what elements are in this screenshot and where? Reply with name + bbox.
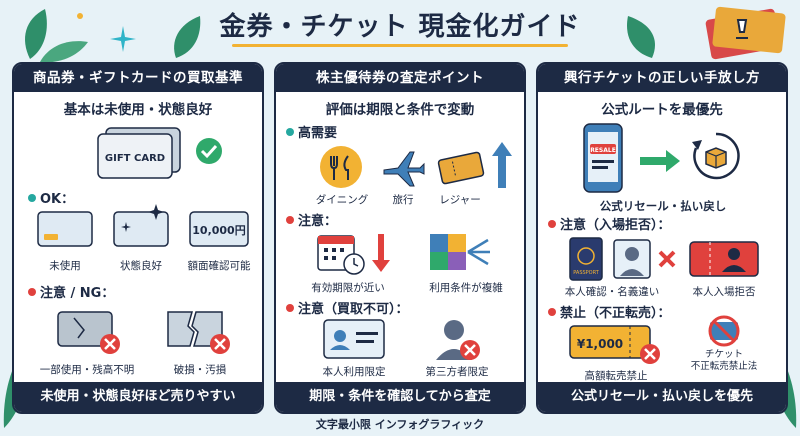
bullet-dot — [286, 127, 294, 136]
ok-item-unused: 未使用 — [49, 260, 81, 272]
bullet-dot — [28, 287, 36, 296]
high-price-ticket-icon: ¥1,000 — [569, 325, 660, 364]
ok-label: OK： — [40, 192, 75, 207]
illegal-resale-law-label: 不正転売禁止法 — [690, 361, 758, 372]
panel-footer: 公式リセール・払い戻しを優先 — [538, 382, 786, 412]
good-condition-card-icon — [113, 204, 169, 247]
id-card-icon — [323, 319, 385, 359]
check-icon — [196, 138, 222, 164]
person-photo-icon — [613, 239, 651, 279]
ban-item-high-price: 高額転売禁止 — [584, 370, 648, 382]
entry-refusal-label: 注意（入場拒否）： — [560, 218, 671, 233]
high-item-leisure: レジャー — [439, 194, 481, 206]
ok-item-face-value: 額面確認可能 — [187, 260, 251, 272]
unused-card-icon — [37, 211, 93, 247]
partially-used-card-icon — [57, 311, 120, 354]
resale-badge-text: RESALE — [590, 147, 616, 154]
no-buy-section-label: 注意（買取不可）： — [286, 298, 409, 317]
bullet-dot — [286, 215, 294, 224]
bullet-dot — [286, 303, 294, 312]
no-buy-item-third-party: 第三方者限定 — [425, 366, 489, 378]
price-text: ¥1,000 — [577, 337, 623, 351]
bullet-dot — [28, 193, 36, 202]
refund-box-icon — [692, 132, 740, 180]
entry-refusal-section-label: 注意（入場拒否）： — [548, 214, 671, 233]
bullet-dot — [548, 219, 556, 228]
gift-card-text: GIFT CARD — [105, 153, 165, 164]
calendar-clock-icon — [317, 235, 365, 275]
ticket-label: チケット — [704, 349, 743, 360]
caution-item-complex-terms: 利用条件が複雑 — [429, 282, 503, 294]
high-demand-label: 高需要 — [298, 126, 338, 141]
damaged-card-icon — [167, 311, 230, 354]
ban-label: 禁止（不正転売）： — [560, 306, 671, 321]
footer-note: 文字最小限 インフォグラフィック — [315, 418, 485, 431]
panel-subtitle: 評価は期限と条件で変動 — [325, 102, 475, 118]
third-party-person-icon — [436, 320, 480, 360]
dining-icon — [320, 146, 362, 188]
title-underline — [232, 44, 568, 47]
high-item-travel: 旅行 — [392, 194, 414, 206]
leaf-decoration-top-mid — [174, 16, 201, 58]
smartphone-resale-icon: RESALE — [583, 123, 623, 193]
mismatch-x-icon — [658, 250, 676, 268]
ng-item-damaged: 破損・汚損 — [173, 364, 227, 376]
ban-section-label: 禁止（不正転売）： — [548, 302, 671, 321]
bullet-dot — [548, 307, 556, 316]
page-title: 金券・チケット 現金化ガイド — [219, 12, 581, 42]
no-buy-label: 注意（買取不可）： — [298, 302, 409, 317]
ticket-illustration — [705, 6, 786, 60]
official-resale-label: 公式リセール・払い戻し — [599, 199, 727, 213]
right-arrow-icon — [640, 150, 680, 172]
caution-item-expiry: 有効期限が近い — [311, 282, 385, 294]
panel-header: 興行チケットの正しい手放し方 — [538, 64, 786, 92]
leaf-decoration-top-left — [25, 9, 88, 63]
face-value-card-icon: 10,000円 — [189, 211, 249, 247]
face-value-text: 10,000円 — [192, 224, 245, 237]
ng-section-label: 注意 / NG： — [28, 282, 114, 301]
entry-item-refused: 本人入場拒否 — [692, 286, 756, 298]
panel-shareholder-coupons: 株主優待券の査定ポイント 評価は期限と条件で変動 高需要 ダイニング 旅行 レジ… — [274, 62, 526, 414]
gift-card-icon: GIFT CARD — [97, 127, 181, 179]
panel-event-tickets: 興行チケットの正しい手放し方 公式ルートを最優先 RESALE 公式リセール・払… — [536, 62, 788, 414]
prohibited-ticket-icon — [708, 315, 740, 347]
down-arrow-icon — [372, 234, 390, 272]
no-buy-item-self-use: 本人利用限定 — [322, 366, 386, 378]
passport-text: PASSPORT — [573, 270, 600, 276]
panel-header: 商品券・ギフトカードの買取基準 — [14, 64, 262, 92]
high-demand-section-label: 高需要 — [286, 122, 337, 141]
panel-footer: 期限・条件を確認してから査定 — [276, 382, 524, 412]
sparkle-decoration — [110, 26, 136, 52]
trend-up-arrow-icon — [492, 142, 512, 188]
caution-section-label: 注意： — [286, 210, 337, 229]
panel-subtitle: 基本は未使用・状態良好 — [63, 102, 213, 118]
caution-label: 注意： — [298, 214, 338, 229]
panel-footer: 未使用・状態良好ほど売りやすい — [14, 382, 262, 412]
passport-icon: PASSPORT — [569, 237, 603, 281]
ng-item-partially-used: 一部使用・残高不明 — [39, 364, 135, 376]
panel-header: 株主優待券の査定ポイント — [276, 64, 524, 92]
entry-item-id-mismatch: 本人確認・名義違い — [564, 286, 660, 298]
leisure-ticket-icon — [437, 151, 485, 185]
airplane-icon — [383, 151, 425, 187]
leaf-decoration-top-right — [627, 16, 655, 58]
high-item-dining: ダイニング — [315, 194, 369, 206]
ng-label: 注意 / NG： — [40, 286, 115, 301]
puzzle-icon — [430, 234, 490, 270]
denied-ticket-icon — [689, 241, 759, 277]
ok-item-good-condition: 状態良好 — [120, 260, 162, 272]
panel-gift-cards: 商品券・ギフトカードの買取基準 基本は未使用・状態良好 GIFT CARD OK… — [12, 62, 264, 414]
panel-subtitle: 公式ルートを最優先 — [601, 102, 723, 118]
ok-section-label: OK： — [28, 188, 74, 207]
